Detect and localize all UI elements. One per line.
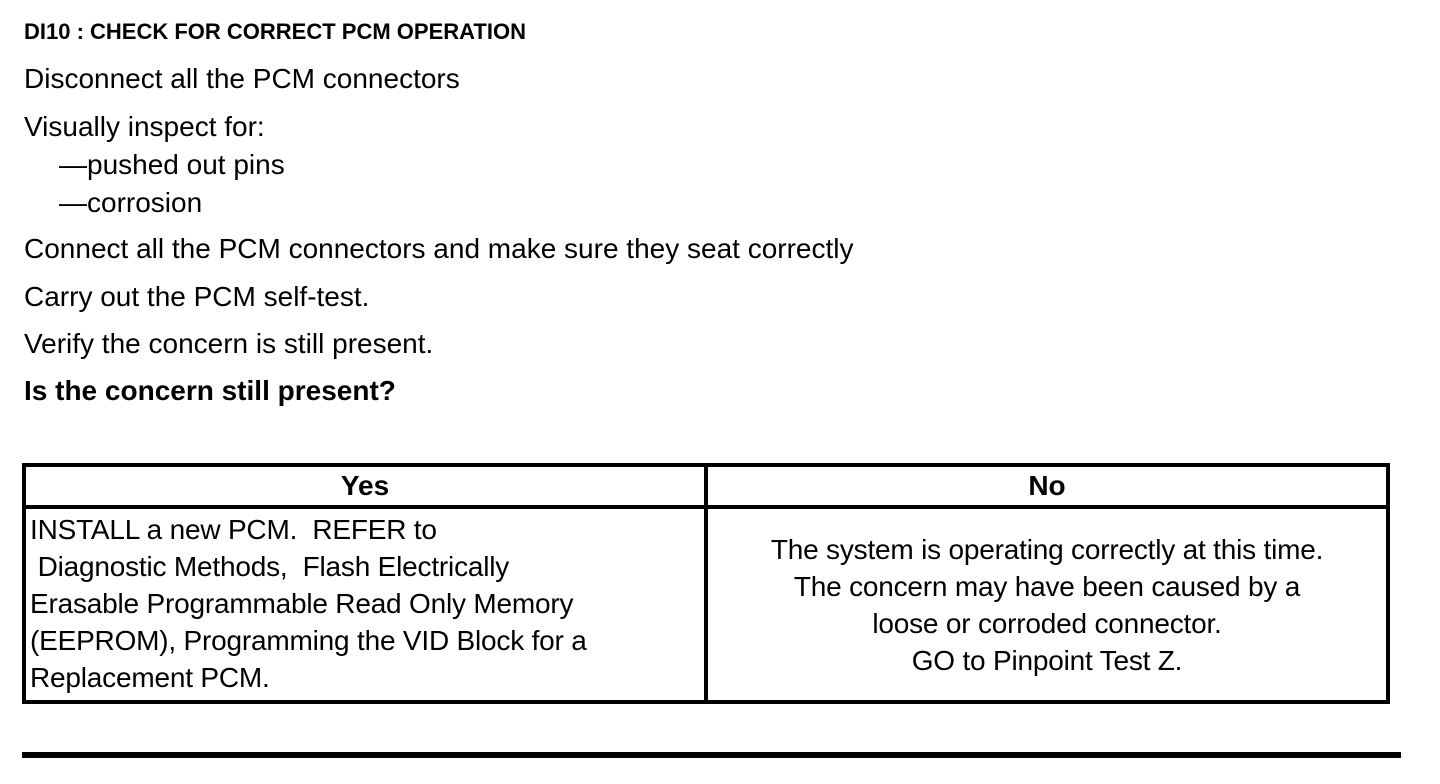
procedure-title: DI10 : CHECK FOR CORRECT PCM OPERATION [24,19,526,44]
yes-action-line: Replacement PCM. [30,662,270,693]
no-action-cell: The system is operating correctly at thi… [704,505,1390,704]
yes-action-cell: INSTALL a new PCM. REFER to Diagnostic M… [22,505,708,704]
decision-question: Is the concern still present? [24,375,396,406]
decision-table-body-row: INSTALL a new PCM. REFER to Diagnostic M… [22,505,1390,704]
no-action-line: The system is operating correctly at thi… [770,533,1324,565]
yes-action-line: INSTALL a new PCM. REFER to [30,514,437,545]
no-action-line: GO to Pinpoint Test Z. [911,644,1183,676]
decision-table: Yes No INSTALL a new PCM. REFER to Diagn… [22,463,1390,704]
yes-action-line: (EEPROM), Programming the VID Block for … [30,625,587,656]
footer-divider [22,752,1401,758]
inspect-list: —pushed out pins —corrosion [24,146,1440,222]
decision-table-header-row: Yes No [22,463,1390,509]
yes-column-header: Yes [22,463,708,509]
no-action-line: The concern may have been caused by a [793,570,1301,602]
list-item-corrosion: —corrosion [59,187,203,218]
step-self-test: Carry out the PCM self-test. [24,281,370,312]
step-disconnect-connectors: Disconnect all the PCM connectors [24,63,460,94]
step-verify-concern: Verify the concern is still present. [24,328,434,359]
step-connect-connectors: Connect all the PCM connectors and make … [24,233,854,264]
list-item-pushed-out-pins: —pushed out pins [59,149,285,180]
step-visually-inspect: Visually inspect for: [24,111,265,142]
yes-action-line: Erasable Programmable Read Only Memory [30,588,574,619]
no-column-header: No [704,463,1390,509]
yes-action-line: Diagnostic Methods, Flash Electrically [30,551,510,582]
no-action-line: loose or corroded connector. [872,607,1222,639]
